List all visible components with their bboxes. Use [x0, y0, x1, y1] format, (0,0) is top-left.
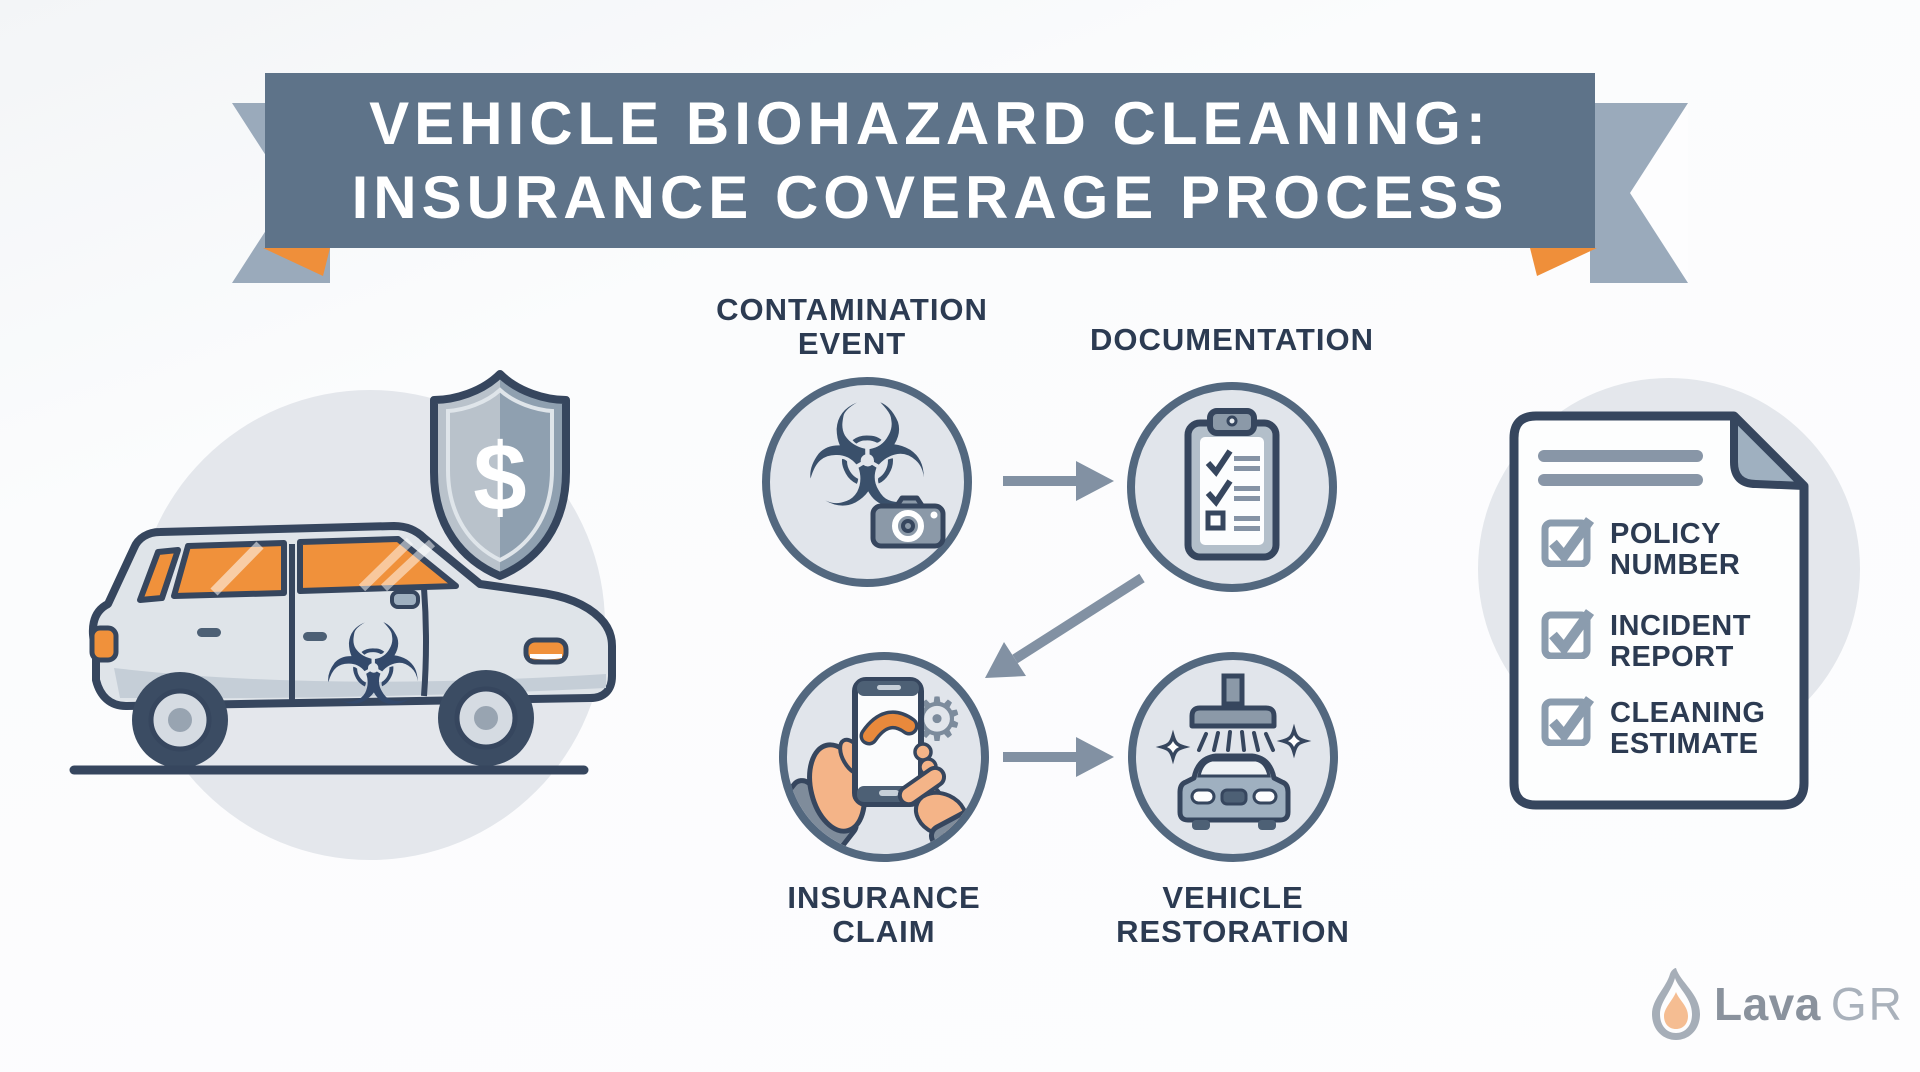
step-label-vehicle-restoration: VEHICLE RESTORATION	[1063, 881, 1403, 949]
clipboard-checklist-icon	[1184, 408, 1280, 561]
arrow-step1-step2	[1003, 461, 1114, 501]
document-fold-corner	[1730, 412, 1808, 490]
step4-label-line1: VEHICLE	[1162, 880, 1304, 915]
ribbon-fold-right	[1530, 248, 1597, 276]
step1-label-line2: EVENT	[797, 326, 907, 361]
document-title-bar-1	[1538, 450, 1703, 462]
checklist-1-line2: NUMBER	[1610, 549, 1741, 581]
step-label-documentation: DOCUMENTATION	[1062, 323, 1402, 357]
window-glare	[210, 541, 264, 596]
sparkle-right	[1276, 723, 1312, 759]
shield-dollar-icon: $	[430, 370, 570, 580]
door-handle-2	[303, 632, 327, 641]
step-circle-contamination-event: ☣	[762, 377, 972, 587]
arrow-step3-step4	[1003, 737, 1114, 777]
door-seam-front	[421, 587, 429, 697]
step2-label-line1: DOCUMENTATION	[1090, 322, 1374, 357]
checkbox-checked-icon	[1541, 696, 1594, 746]
step-label-insurance-claim: INSURANCE CLAIM	[714, 881, 1054, 949]
title-ribbon: VEHICLE BIOHAZARD CLEANING: INSURANCE CO…	[265, 73, 1595, 248]
step4-label-line2: RESTORATION	[1116, 914, 1350, 949]
document-title-bar-2	[1538, 474, 1703, 486]
ribbon-tail-right-notch	[1630, 103, 1688, 283]
step-circle-vehicle-restoration	[1128, 652, 1338, 862]
arrow-step2-step3	[985, 573, 1145, 678]
checklist-item-incident-report: INCIDENT REPORT	[1540, 605, 1840, 673]
sparkle-left	[1155, 729, 1191, 765]
front-wheel	[438, 670, 534, 766]
checklist-3-line1: CLEANING	[1610, 697, 1766, 729]
checklist-1-line1: POLICY	[1610, 518, 1721, 550]
rear-wheel	[132, 672, 228, 768]
car-rear-window	[171, 540, 287, 599]
car-front-window	[297, 536, 459, 594]
step-circle-documentation	[1127, 382, 1337, 592]
ribbon-fold-left	[263, 248, 330, 276]
spray-lines	[1197, 730, 1275, 752]
logo-name: Lava	[1714, 978, 1821, 1030]
step3-label-line2: CLAIM	[832, 914, 936, 949]
brand-logo: Lava GR	[1648, 966, 1904, 1042]
tail-light	[89, 625, 119, 663]
checkbox-checked-icon	[1541, 609, 1594, 659]
logo-suffix: GR	[1830, 978, 1904, 1030]
car-quarter-window	[137, 547, 181, 603]
checkbox-checked-icon	[1541, 517, 1594, 567]
checklist-item-cleaning-estimate: CLEANING ESTIMATE	[1540, 692, 1840, 760]
checklist-2-line1: INCIDENT	[1610, 610, 1751, 642]
title-line-2: INSURANCE COVERAGE PROCESS	[351, 163, 1509, 231]
door-handle-1	[197, 628, 221, 637]
checklist-3-line2: ESTIMATE	[1610, 728, 1759, 760]
checklist-item-policy-number: POLICY NUMBER	[1540, 513, 1840, 581]
biohazard-decal-icon: ☣	[323, 601, 423, 731]
step-label-contamination-event: CONTAMINATION EVENT	[682, 293, 1022, 361]
car-illustration: ☣	[69, 522, 616, 775]
step3-label-line1: INSURANCE	[787, 880, 981, 915]
wing-mirror	[390, 590, 420, 609]
window-glare-2	[358, 537, 436, 592]
step1-label-line1: CONTAMINATION	[716, 292, 988, 327]
phone-claim-icon: ⚙	[789, 677, 979, 852]
shield-dollar-symbol: $	[473, 424, 526, 531]
checklist-2-line2: REPORT	[1610, 641, 1734, 673]
car-wash-icon	[1155, 673, 1312, 830]
head-light-white	[530, 654, 562, 660]
step-circle-insurance-claim: ⚙	[779, 652, 989, 862]
title-line-1: VEHICLE BIOHAZARD CLEANING:	[369, 89, 1491, 157]
flame-drop-icon	[1652, 968, 1700, 1040]
camera-icon	[870, 495, 946, 549]
